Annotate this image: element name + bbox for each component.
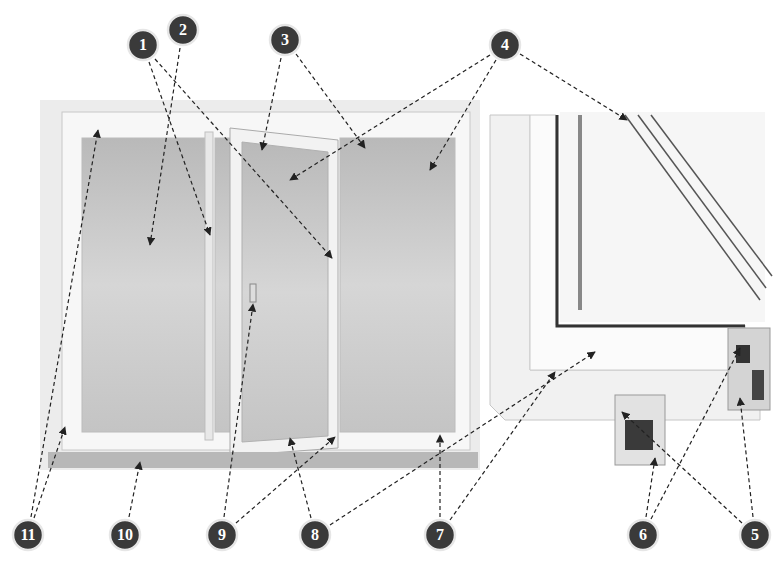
glass-edge — [651, 115, 772, 276]
sash-profile — [530, 115, 745, 370]
callout-circle: 7 — [423, 518, 457, 552]
glass-pane — [82, 138, 205, 432]
callout-disc — [490, 30, 520, 60]
leader-line — [155, 59, 332, 258]
callout-disc — [168, 15, 198, 45]
callout-circle: 8 — [298, 518, 332, 552]
leader-line — [622, 412, 742, 523]
handle — [250, 284, 256, 302]
callout-number: 7 — [436, 527, 444, 543]
callout-number: 10 — [117, 527, 133, 543]
open-sash — [230, 128, 338, 456]
window-sill — [48, 452, 478, 468]
callout-number: 1 — [139, 37, 147, 53]
callout-circle: 6 — [626, 518, 660, 552]
glass-edge — [625, 115, 760, 300]
callout-circle: 1 — [126, 28, 160, 62]
leader-line — [330, 352, 595, 525]
leader-line — [150, 48, 180, 245]
profile-chamber — [625, 420, 653, 450]
leader-line — [129, 462, 140, 517]
callout-circle: 5 — [738, 518, 772, 552]
callout-number: 2 — [179, 22, 187, 38]
callout-disc — [425, 520, 455, 550]
callout-number: 9 — [218, 527, 226, 543]
callout-disc — [110, 520, 140, 550]
leader-line — [31, 130, 98, 517]
leader-line — [224, 304, 253, 517]
profile-section — [615, 395, 665, 465]
glass-edge — [638, 115, 766, 288]
sash-glass — [242, 142, 328, 442]
callout-number: 6 — [639, 527, 647, 543]
gasket — [557, 115, 745, 326]
callout-disc — [207, 520, 237, 550]
callout-circle: 9 — [205, 518, 239, 552]
leader-line — [646, 458, 655, 517]
leader-line — [439, 435, 440, 517]
leader-line — [651, 348, 740, 519]
callout-circle: 2 — [166, 13, 200, 47]
glass-unit — [560, 112, 765, 322]
leader-line — [290, 55, 490, 180]
callout-disc — [628, 520, 658, 550]
callout-number: 4 — [501, 37, 509, 53]
callout-circle: 3 — [268, 23, 302, 57]
profile-section — [728, 328, 770, 410]
leader-line — [236, 437, 335, 523]
leader-line — [34, 427, 65, 518]
callout-disc — [740, 520, 770, 550]
callout-number: 11 — [20, 527, 35, 543]
leader-line — [430, 60, 496, 170]
leader-line — [290, 438, 311, 518]
wall — [40, 100, 480, 470]
callout-number: 8 — [311, 527, 319, 543]
leader-line — [262, 58, 281, 150]
leader-lines — [31, 48, 753, 525]
callout-number: 3 — [281, 32, 289, 48]
leader-line — [740, 398, 753, 517]
callout-circle: 11 — [11, 518, 45, 552]
leader-line — [520, 54, 627, 120]
callout-disc — [300, 520, 330, 550]
mullion — [205, 132, 213, 440]
window-frame — [62, 112, 470, 450]
callout-number: 5 — [751, 527, 759, 543]
callout-disc — [270, 25, 300, 55]
callout-circle: 4 — [488, 28, 522, 62]
spacer — [578, 115, 582, 310]
leader-line — [296, 54, 365, 148]
callout-disc — [13, 520, 43, 550]
glass-pane — [215, 138, 232, 432]
leader-line — [149, 62, 210, 235]
callout-circle: 10 — [108, 518, 142, 552]
profile-chamber — [736, 345, 750, 363]
profile-chamber — [752, 370, 764, 400]
callout-disc — [128, 30, 158, 60]
leader-line — [450, 372, 555, 520]
frame-profile — [490, 115, 760, 420]
glass-pane — [340, 138, 455, 432]
